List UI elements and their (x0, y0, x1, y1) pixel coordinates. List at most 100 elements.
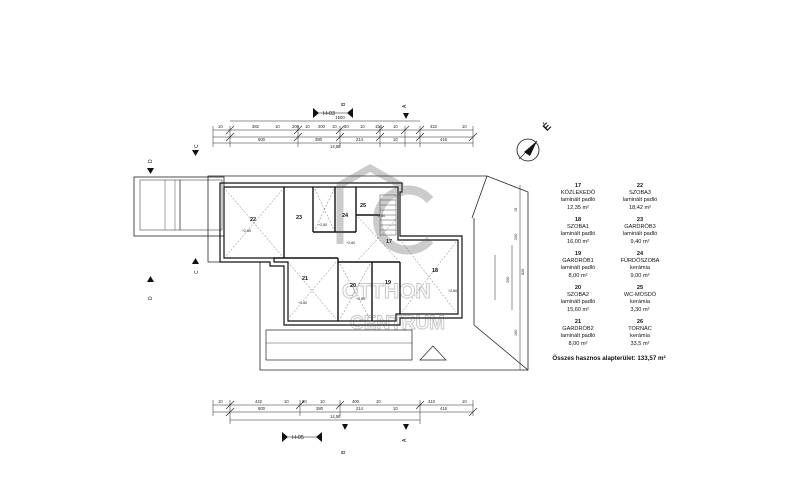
room-number: 20 (350, 283, 356, 289)
dim-label: 50 (344, 124, 349, 129)
right-dimension-chain (494, 185, 521, 370)
dim-label: 10 (462, 399, 467, 404)
section-label: C (194, 270, 200, 274)
room-id: 26 (636, 319, 644, 325)
room-legend: 17 KÖZLEKEDŐ laminált padló 12,35 m² 22 … (548, 183, 670, 362)
section-mark-d: D D (147, 159, 154, 300)
dim-label: 200 (292, 124, 300, 129)
dim-label: 10 (284, 399, 289, 404)
porch (133, 176, 225, 237)
legend-row: 19 GARDRÓB1 laminált padló 8,00 m² 24 FÜ… (548, 251, 670, 285)
dim-label: 416 (440, 406, 448, 411)
dim-label: 10 (305, 124, 310, 129)
dim-label: 500 (258, 406, 266, 411)
room-name: WC-MOSDÓ (623, 292, 657, 299)
legend-entry: 17 KÖZLEKEDŐ laminált padló 12,35 m² (548, 183, 608, 217)
room-number: 23 (296, 215, 302, 221)
section-mark-h05: H-05 (282, 432, 322, 442)
north-label: É (540, 120, 554, 134)
dim-label: 10 (218, 124, 223, 129)
legend-entry: 24 FÜRDŐSZOBA kerámia 9,00 m² (610, 251, 670, 285)
room-area: 9,40 m² (630, 238, 650, 245)
room-area: 12,35 m² (566, 204, 590, 211)
section-label: B (341, 102, 347, 106)
room-floor: laminált padló (560, 197, 596, 204)
dim-label: 214 (356, 137, 364, 142)
dim-label: 200 (318, 124, 326, 129)
room-number: 19 (385, 280, 391, 286)
room-id: 19 (574, 251, 582, 257)
room-name: GARDRÓB2 (562, 326, 594, 333)
bottom-dimension-ticks (225, 400, 478, 417)
dim-label: 10 (376, 399, 381, 404)
bottom-dimension-labels: 10 442 10 80 10 400 10 410 10 500 380 21… (218, 399, 467, 419)
room-area: 18,42 m² (628, 204, 652, 211)
room-area: 8,00 m² (568, 272, 588, 279)
room-diagonals (225, 188, 457, 320)
legend-entry: 23 GARDRÓB3 laminált padló 9,40 m² (610, 217, 670, 251)
section-label: C (194, 144, 200, 148)
legend-entry: 21 GARDRÓB2 laminált padló 8,00 m² (548, 319, 608, 353)
top-dimension-ticks (225, 125, 478, 142)
dim-label: 380 (316, 406, 324, 411)
room-area: 16,00 m² (566, 238, 590, 245)
north-arrow-icon: É (516, 120, 554, 162)
level-mark: +2,80 (318, 223, 327, 227)
room-id: 23 (636, 217, 644, 223)
room-area: 15,60 m² (566, 306, 590, 313)
interior-walls (274, 187, 401, 321)
section-mark-b-bottom: B (341, 424, 348, 454)
room-name: KÖZLEKEDŐ (560, 190, 596, 197)
dim-label: 200 (506, 277, 510, 283)
top-dimension-chains (212, 120, 474, 147)
room-id: 22 (636, 183, 644, 189)
section-label: A (402, 438, 408, 442)
room-name: FÜRDŐSZOBA (620, 258, 660, 265)
dim-label: 10 (462, 124, 467, 129)
watermark-line1: OTTHON (342, 280, 431, 303)
level-mark: +2,80 (242, 229, 251, 233)
dim-label: 80 (302, 399, 307, 404)
room-name: SZOBA1 (566, 224, 590, 231)
section-mark-a-top: A (402, 104, 409, 119)
dim-label: 382 (252, 124, 260, 129)
room-floor: laminált padló (622, 197, 658, 204)
level-mark: +2,80 (448, 289, 457, 293)
level-mark: +2,80 (298, 301, 307, 305)
room-number: 24 (342, 213, 349, 219)
dim-label: 410 (428, 399, 436, 404)
section-mark-c: C C (192, 144, 200, 274)
room-id: 21 (574, 319, 582, 325)
room-floor: laminált padló (622, 231, 658, 238)
legend-entry: 19 GARDRÓB1 laminált padló 8,00 m² (548, 251, 608, 285)
room-id: 24 (636, 251, 644, 257)
dim-label: 10 (275, 124, 280, 129)
dim-label: 400 (352, 399, 360, 404)
dim-label: 10 (218, 399, 223, 404)
room-name: SZOBA3 (628, 190, 652, 197)
room-number: 25 (360, 203, 366, 209)
room-area: 33,5 m² (630, 340, 650, 347)
room-id: 18 (574, 217, 582, 223)
dim-label: 150 (375, 124, 383, 129)
dim-label: 422 (430, 124, 438, 129)
room-number: 22 (250, 217, 256, 223)
section-label: A (402, 104, 408, 108)
section-label: D (148, 296, 154, 300)
total-area: Összes hasznos alapterület: 133,57 m² (552, 355, 666, 362)
dim-label: 380 (315, 137, 323, 142)
dim-label: 100 (514, 330, 518, 336)
room-floor: laminált padló (560, 265, 596, 272)
legend-entry: 25 WC-MOSDÓ kerámia 3,30 m² (610, 285, 670, 319)
room-id: 25 (636, 285, 644, 291)
section-label: B (341, 450, 347, 454)
level-mark: +2,80 (376, 214, 385, 218)
section-mark-a-bottom: A (402, 424, 409, 442)
watermark-line2: CENTRUM (350, 313, 445, 334)
dim-label: 10 (393, 406, 398, 411)
room-number: 18 (432, 268, 438, 274)
room-area: 3,30 m² (630, 306, 650, 313)
top-total-dim: 1500 (335, 115, 345, 120)
section-label: H-05 (292, 435, 304, 441)
